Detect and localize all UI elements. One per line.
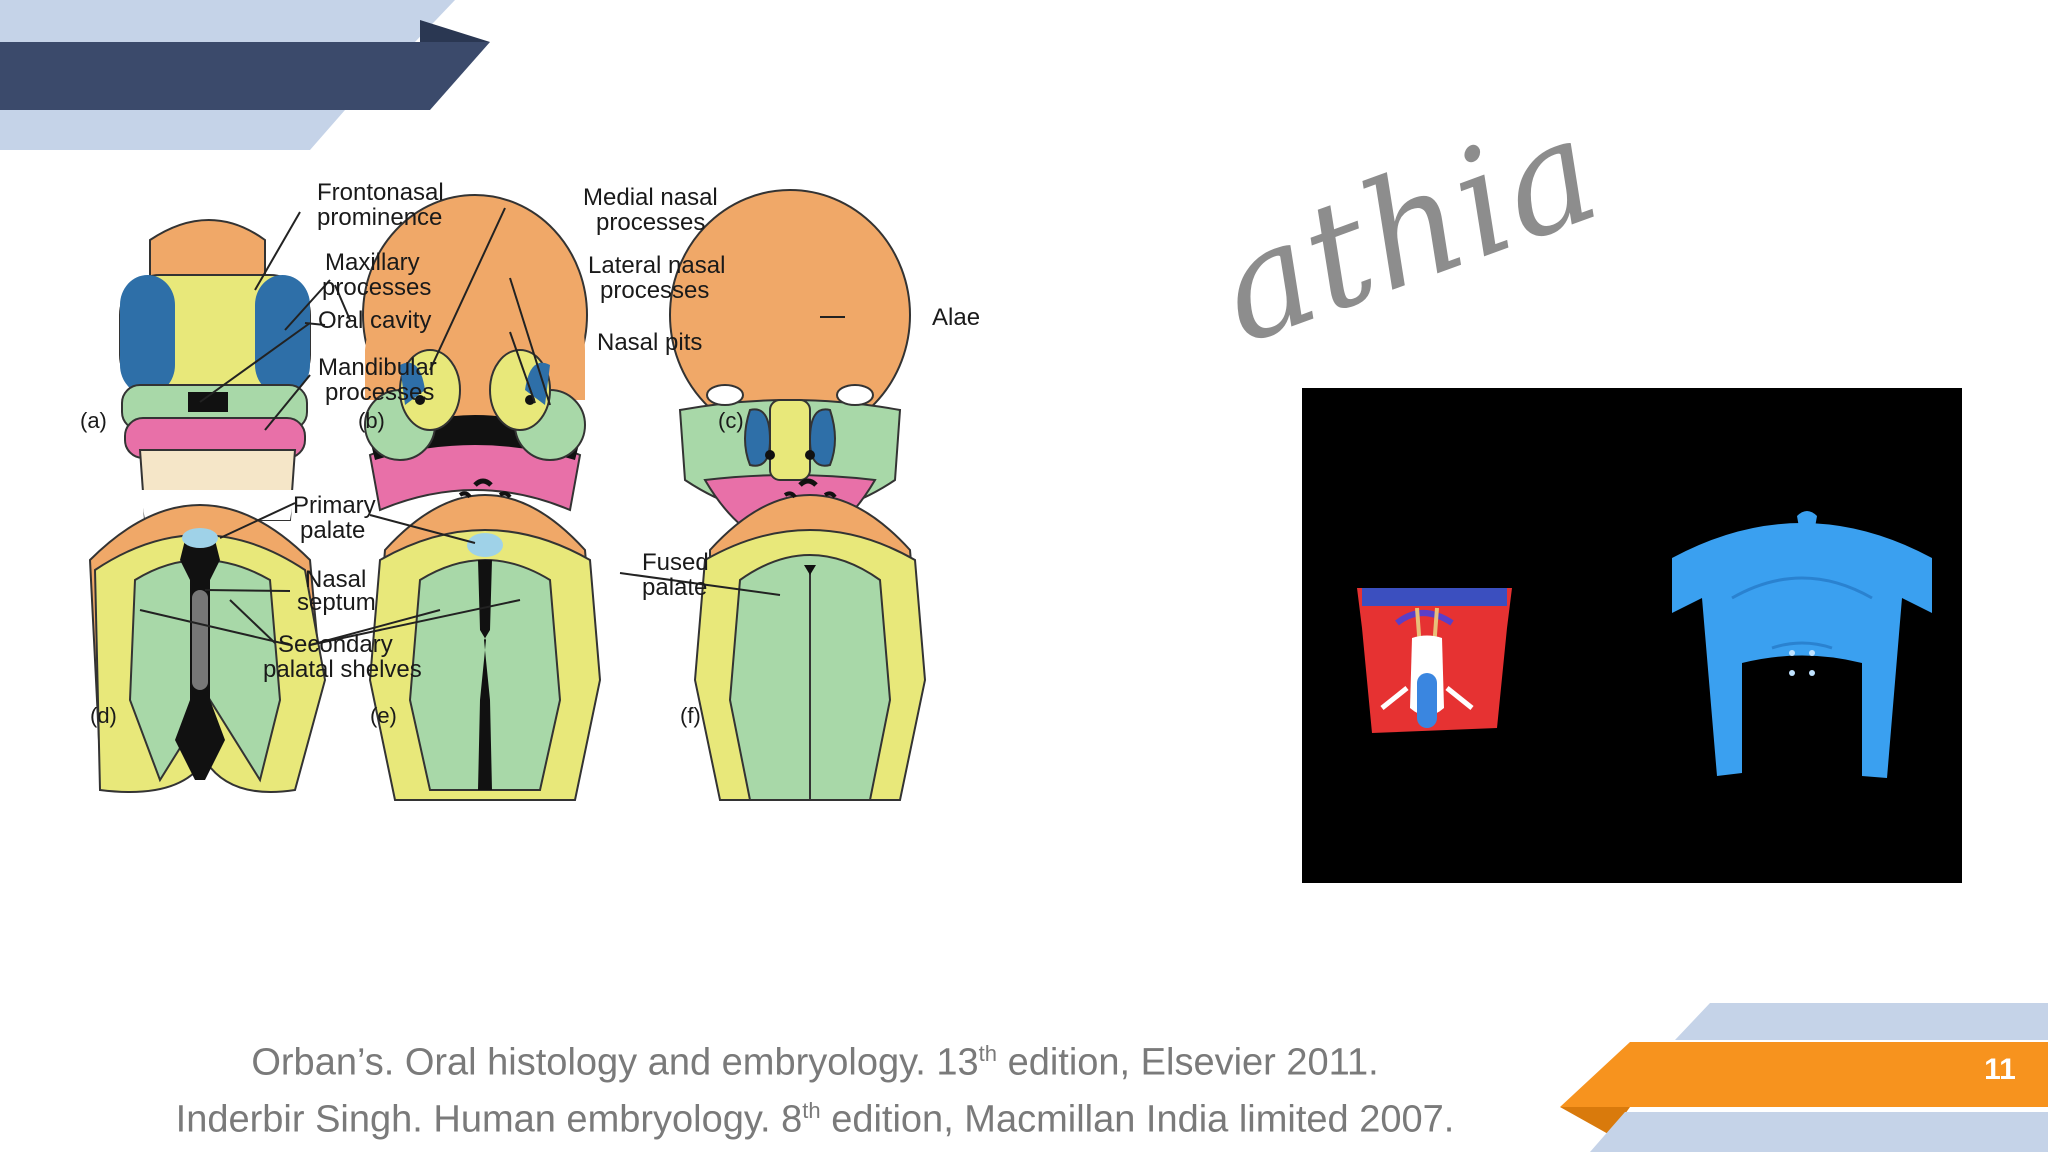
panel-label-c: (c) bbox=[718, 408, 744, 433]
panel-label-e: (e) bbox=[370, 703, 397, 728]
label-frontonasal-2: prominence bbox=[317, 204, 442, 231]
palate-animation-video[interactable] bbox=[1302, 388, 1962, 883]
label-nasal-septum-1: Nasal bbox=[305, 566, 366, 593]
label-lateral-nasal-2: processes bbox=[600, 277, 709, 304]
face-development-figure: Frontonasal prominence Maxillary process… bbox=[80, 179, 980, 801]
page-number: 11 bbox=[1984, 1053, 2016, 1086]
label-secondary-1: Secondary bbox=[278, 631, 393, 658]
label-nasal-septum-2: septum bbox=[297, 589, 376, 616]
panel-label-d: (d) bbox=[90, 703, 117, 728]
panel-d-diagram bbox=[88, 504, 327, 793]
label-nasal-pits: Nasal pits bbox=[597, 329, 702, 356]
label-medial-nasal-2: processes bbox=[596, 209, 705, 236]
panel-label-f: (f) bbox=[680, 703, 701, 728]
watermark-text: athia bbox=[1196, 82, 1621, 377]
blue-palate-model bbox=[1672, 511, 1932, 778]
reference-1: Orban’s. Oral histology and embryology. … bbox=[251, 1041, 1379, 1084]
panel-label-b: (b) bbox=[358, 408, 385, 433]
label-mandibular-1: Mandibular bbox=[318, 354, 437, 381]
references: Orban’s. Oral histology and embryology. … bbox=[140, 1030, 1490, 1143]
header-decoration bbox=[0, 0, 490, 150]
label-medial-nasal-1: Medial nasal bbox=[583, 184, 718, 211]
footer-decoration bbox=[1560, 1003, 2048, 1152]
label-fused-2: palate bbox=[642, 574, 707, 601]
label-secondary-2: palatal shelves bbox=[263, 656, 422, 683]
label-mandibular-2: processes bbox=[325, 379, 434, 406]
panel-c-diagram bbox=[669, 189, 911, 552]
reference-2: Inderbir Singh. Human embryology. 8th ed… bbox=[175, 1097, 1455, 1141]
label-primary-palate-2: palate bbox=[300, 517, 365, 544]
panel-e-diagram bbox=[368, 478, 602, 801]
panel-a-diagram bbox=[119, 219, 311, 521]
red-face-model bbox=[1357, 588, 1512, 733]
panel-label-a: (a) bbox=[80, 408, 107, 433]
label-fused-1: Fused bbox=[642, 549, 709, 576]
label-alae: Alae bbox=[932, 304, 980, 331]
leader-lines bbox=[139, 207, 845, 646]
label-oral-cavity: Oral cavity bbox=[318, 307, 431, 334]
label-maxillary-2: processes bbox=[322, 274, 431, 301]
label-maxillary-1: Maxillary bbox=[325, 249, 420, 276]
label-frontonasal-1: Frontonasal bbox=[317, 179, 444, 206]
label-primary-palate-1: Primary bbox=[293, 492, 376, 519]
panel-f-diagram bbox=[693, 478, 927, 801]
panel-b-diagram bbox=[362, 194, 588, 512]
label-lateral-nasal-1: Lateral nasal bbox=[588, 252, 725, 279]
